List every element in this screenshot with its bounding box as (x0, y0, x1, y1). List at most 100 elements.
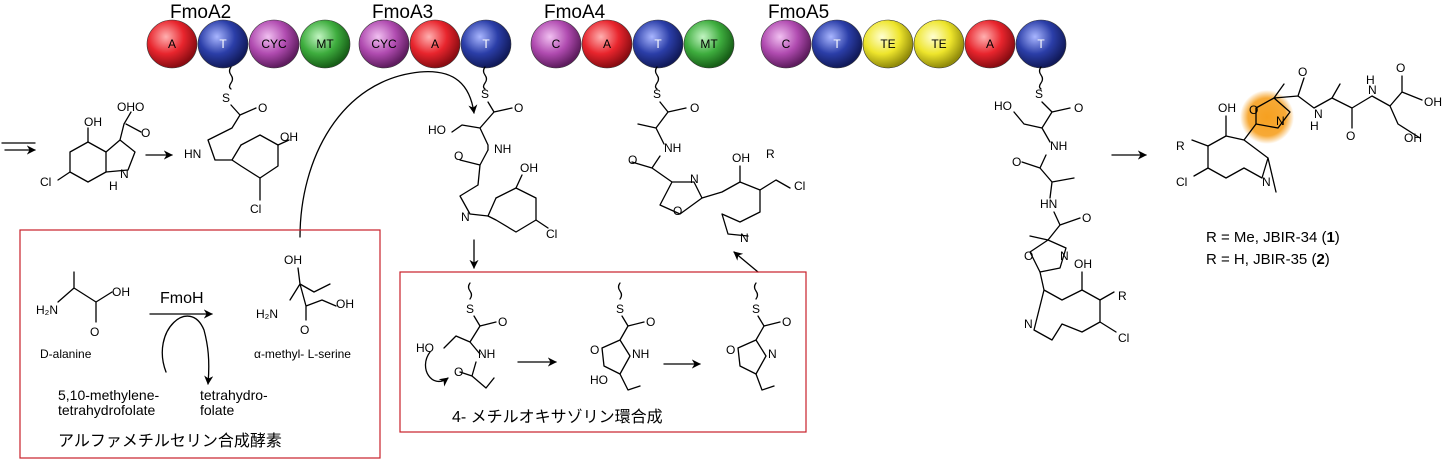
atom-label: OH (336, 297, 354, 311)
atom-label: N (1368, 83, 1377, 97)
domain-sphere-t (460, 19, 512, 69)
enzyme-label: FmoH (160, 290, 204, 307)
product-label: α-methyl- L-serine (254, 347, 351, 361)
atom-label: O (726, 343, 735, 357)
atom-label: OH (520, 161, 538, 175)
domain-label: CYC (261, 37, 287, 51)
atom-label: H (1366, 73, 1375, 87)
atom-label: O (673, 204, 682, 218)
cofactor-out-line1: tetrahydro- (200, 387, 268, 403)
atom-label: O (690, 101, 699, 115)
atom-label: N (1276, 114, 1285, 128)
domain-label: A (431, 37, 439, 51)
atom-label: O (514, 101, 523, 115)
atom-label: O (454, 365, 463, 379)
domain-sphere-a (581, 19, 633, 69)
domain-sphere-cyc (248, 19, 300, 69)
atom-label: N (690, 172, 699, 186)
cofactor-out-line2: folate (200, 402, 234, 418)
atom-label: Cl (1176, 175, 1187, 189)
product-label-jbir35: R = H, JBIR-35 (2) (1206, 251, 1330, 268)
fmoa2-intermediate: S O HN OH Cl (184, 91, 298, 216)
atom-label: H₂N (36, 303, 58, 317)
atom-label: O (454, 149, 463, 163)
atom-label: R (766, 147, 775, 161)
atom-label: OH (1404, 131, 1422, 145)
fmoa5-intermediate: S O HO NH O HN O N O OH R Cl N (994, 87, 1147, 345)
atom-label: O (628, 153, 637, 167)
atom-label: HO (416, 341, 434, 355)
final-product: O N O N H O N H O OH OH OH R Cl N R = Me… (1176, 61, 1442, 268)
tether-fmoa4 (654, 66, 660, 90)
atom-label: OH (1424, 95, 1442, 109)
domain-sphere-a (146, 19, 198, 69)
atom-label: O (1012, 155, 1021, 169)
domain-label: TE (880, 37, 895, 51)
atom-label: HO (428, 123, 446, 137)
atom-label: O (1346, 129, 1355, 143)
atom-label: N (1024, 317, 1033, 331)
module-name-fmoa5: FmoA5 (768, 2, 829, 23)
cofactor-in-line2: tetrahydrofolate (58, 402, 155, 418)
atom-label: N (1314, 107, 1323, 121)
atom-label: O (1298, 65, 1307, 79)
module-name-fmoa3: FmoA3 (372, 2, 433, 23)
atom-label: O (782, 315, 791, 329)
atom-label: O (1396, 61, 1405, 75)
atom-label: H (1310, 119, 1319, 133)
atom-label: R (1118, 289, 1127, 303)
atom-label: O (498, 315, 507, 329)
substrate-label: D-alanine (40, 347, 92, 361)
indole-carboxylic-acid: OH OHO O Cl N H (1, 100, 173, 193)
atom-label: H₂N (256, 307, 278, 321)
atom-label: O (258, 101, 267, 115)
atom-label: O (90, 325, 99, 339)
domain-label: TE (931, 37, 946, 51)
atom-label: Cl (546, 227, 557, 241)
atom-label: OH (1074, 257, 1092, 271)
atom-label: OH (84, 115, 102, 129)
domain-sphere-a (409, 19, 461, 69)
atom-label: O (141, 126, 150, 140)
atom-label: O (590, 343, 599, 357)
atom-label: NH (1050, 139, 1067, 153)
box-amethylserine-synthesis: H₂N OH O D-alanine FmoH 5,10-methylene- … (19, 229, 381, 459)
atom-label: OH (284, 253, 302, 267)
domain-sphere-mt (299, 19, 351, 69)
domain-label: A (168, 37, 176, 51)
atom-label: OH (1218, 101, 1236, 115)
atom-label: NH (478, 347, 495, 361)
atom-label: HN (184, 147, 201, 161)
domain-label: CYC (371, 37, 397, 51)
atom-label: HN (1040, 197, 1057, 211)
atom-label: H (109, 179, 118, 193)
tether-fmoa2 (228, 66, 234, 90)
atom-label: S (1035, 87, 1043, 101)
domain-label: T (219, 37, 227, 51)
atom-label: S (616, 302, 624, 316)
domain-label: MT (700, 37, 718, 51)
transfer-arrow (299, 71, 478, 238)
atom-label: S (466, 302, 474, 316)
fmoa3-intermediate: S O HO NH O OH N Cl (428, 87, 557, 269)
box-border (399, 271, 807, 433)
atom-label: O (1074, 101, 1083, 115)
atom-label: Cl (794, 179, 805, 193)
atom-label: Cl (40, 175, 51, 189)
atom-label: R (1176, 139, 1185, 153)
atom-label: Cl (1118, 331, 1129, 345)
atom-label: N (768, 347, 777, 361)
domain-label: T (654, 37, 662, 51)
atom-label: N (461, 210, 470, 224)
domain-sphere-mt (683, 19, 735, 69)
box1-caption: アルファメチルセリン合成酵素 (58, 432, 282, 450)
atom-label: O (1082, 211, 1091, 225)
domain-label: T (833, 37, 841, 51)
tether-fmoa3 (482, 66, 488, 90)
atom-label: NH (632, 347, 649, 361)
atom-label: HO (590, 373, 608, 387)
domain-label: A (986, 37, 994, 51)
domain-label: T (1037, 37, 1045, 51)
